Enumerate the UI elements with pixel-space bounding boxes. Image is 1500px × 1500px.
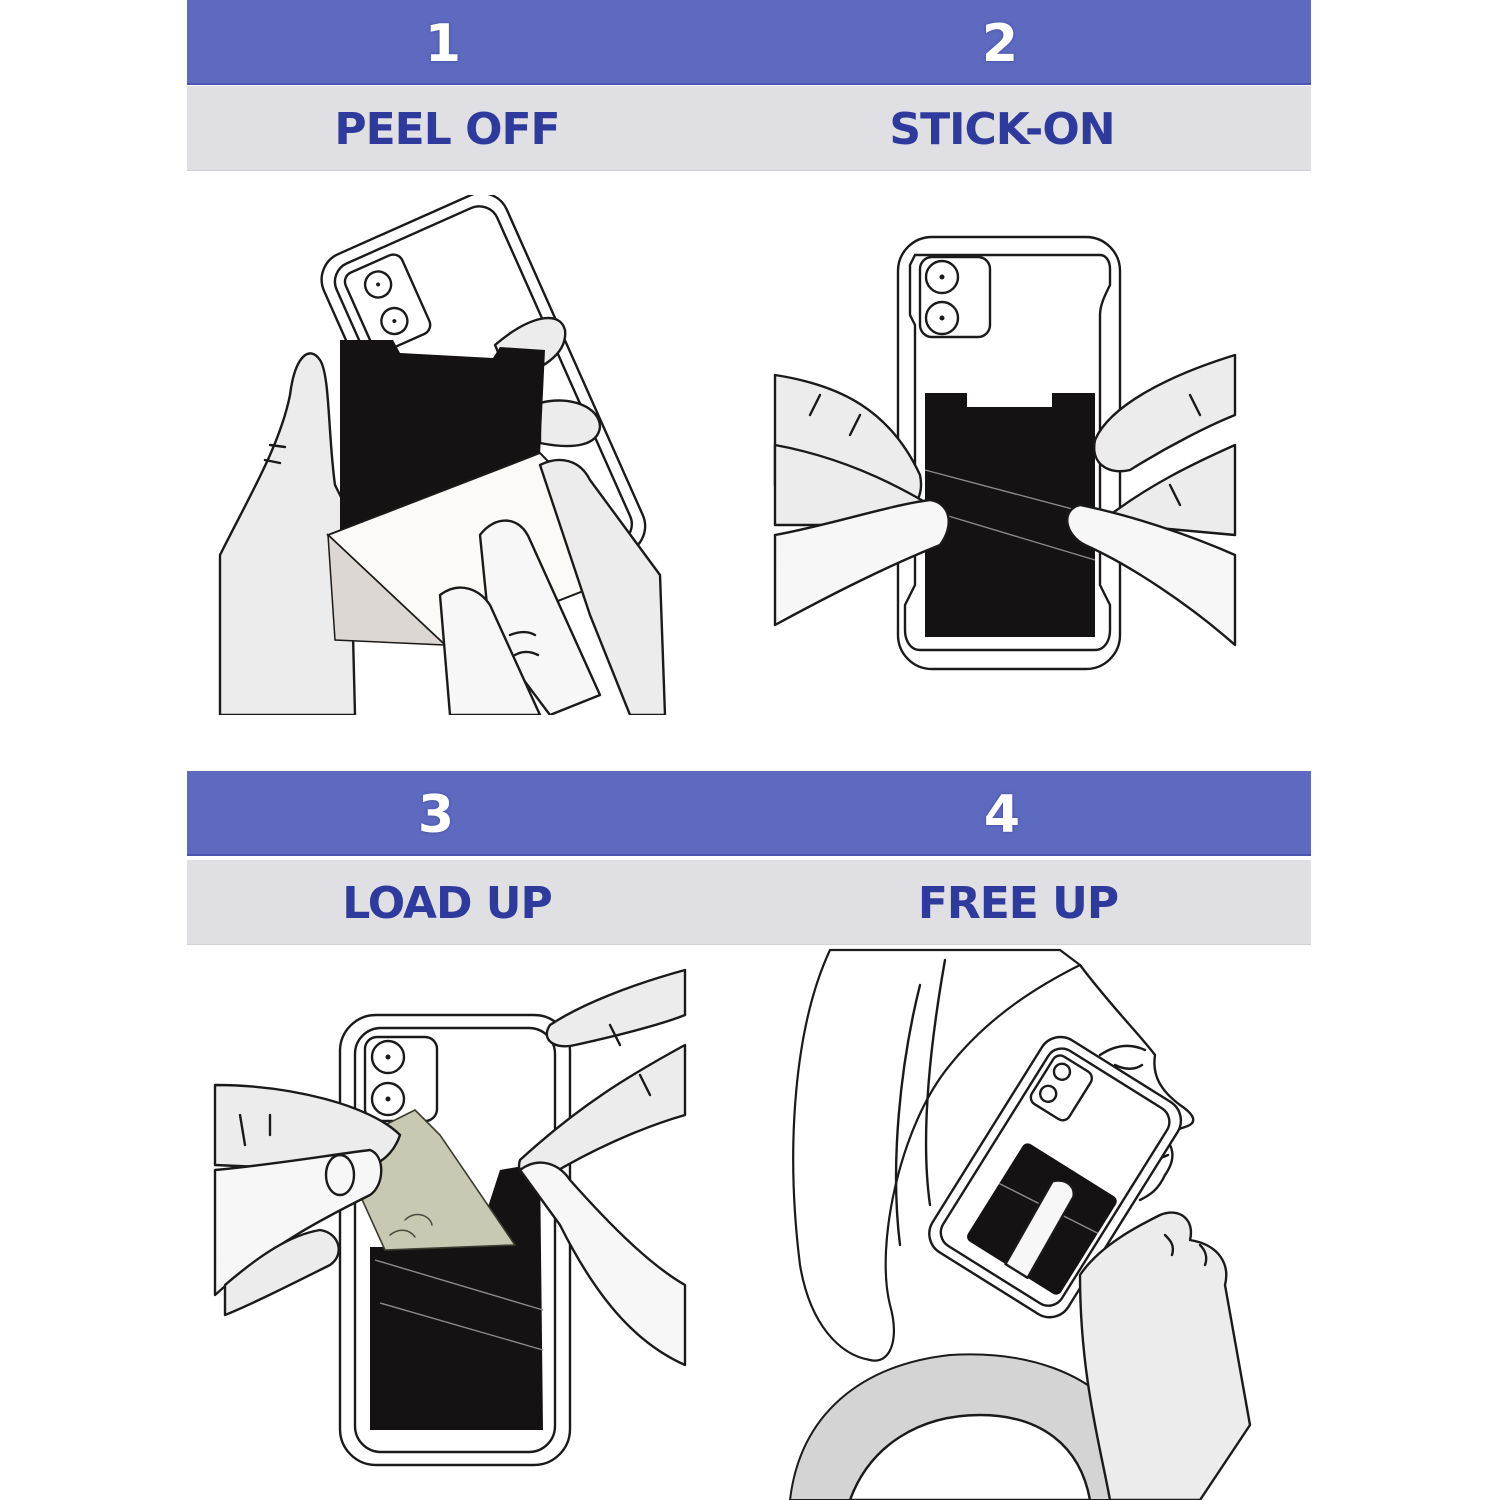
step-3-number: 3 bbox=[417, 785, 455, 845]
step-1-title: PEEL OFF bbox=[334, 104, 560, 155]
hands-loading-cash-into-wallet-icon bbox=[210, 965, 690, 1485]
step-1-number: 1 bbox=[424, 14, 462, 74]
step-label-band-top: PEEL OFF STICK-ON bbox=[187, 86, 1311, 171]
step-2-title: STICK-ON bbox=[889, 104, 1115, 155]
step-2-number: 2 bbox=[981, 14, 1019, 74]
hands-sticking-wallet-on-phone-icon bbox=[770, 225, 1240, 675]
step-number-band-bottom: 3 4 bbox=[187, 771, 1311, 856]
step-4-number: 4 bbox=[983, 785, 1021, 845]
hands-peeling-liner-from-wallet-icon bbox=[210, 195, 670, 715]
step-label-band-bottom: LOAD UP FREE UP bbox=[187, 860, 1311, 945]
step-number-band-top: 1 2 bbox=[187, 0, 1311, 85]
step-3-title: LOAD UP bbox=[342, 878, 553, 929]
step-4-title: FREE UP bbox=[917, 878, 1119, 929]
woman-talking-on-phone-icon bbox=[780, 945, 1300, 1500]
